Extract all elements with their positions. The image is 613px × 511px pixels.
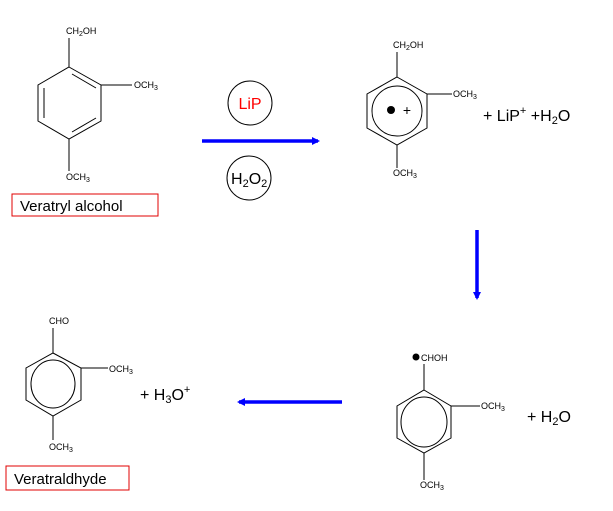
methoxy-group: OCH3 xyxy=(393,168,417,180)
methoxy-group: OCH3 xyxy=(134,80,158,92)
veratraldehyde-label-box xyxy=(5,465,130,491)
lip-circle xyxy=(227,80,273,126)
radical-dot-icon xyxy=(412,353,420,361)
radical-cation-structure: + CH2OH OCH3 OCH3 xyxy=(366,40,477,180)
radical-structure: CHOH OCH3 OCH3 xyxy=(396,353,505,492)
h2o2-circle xyxy=(226,155,272,201)
veratryl-alcohol-label-box xyxy=(11,193,159,217)
methoxy-group: OCH3 xyxy=(453,89,477,101)
veratryl-alcohol-structure: CH2OH OCH3 OCH3 xyxy=(37,26,158,184)
cho-group: CHO xyxy=(49,316,69,326)
veratraldehyde-structure: CHO OCH3 OCH3 xyxy=(25,316,133,454)
byproducts-lip-h2o: + LiP+ +H2O xyxy=(483,105,570,127)
methoxy-group: OCH3 xyxy=(420,480,444,492)
methoxy-group: OCH3 xyxy=(66,172,90,184)
methoxy-group: OCH3 xyxy=(481,401,505,413)
choh-group: CHOH xyxy=(421,353,448,363)
h2o2-label: H2O2 xyxy=(231,171,267,190)
methoxy-group: OCH3 xyxy=(109,364,133,376)
ch2oh-group: CH2OH xyxy=(393,40,423,52)
veratraldehyde-label: Veratraldhyde xyxy=(14,471,107,488)
radical-dot-icon xyxy=(387,106,395,114)
byproduct-h2o: + H2O xyxy=(527,409,571,428)
ch2oh-group: CH2OH xyxy=(66,26,96,38)
methoxy-group: OCH3 xyxy=(49,442,73,454)
byproduct-h3o-plus: + H3O+ xyxy=(140,384,190,406)
veratryl-alcohol-label: Veratryl alcohol xyxy=(20,198,123,215)
cation-charge: + xyxy=(403,102,411,118)
lip-enzyme-label: LiP xyxy=(238,96,261,113)
